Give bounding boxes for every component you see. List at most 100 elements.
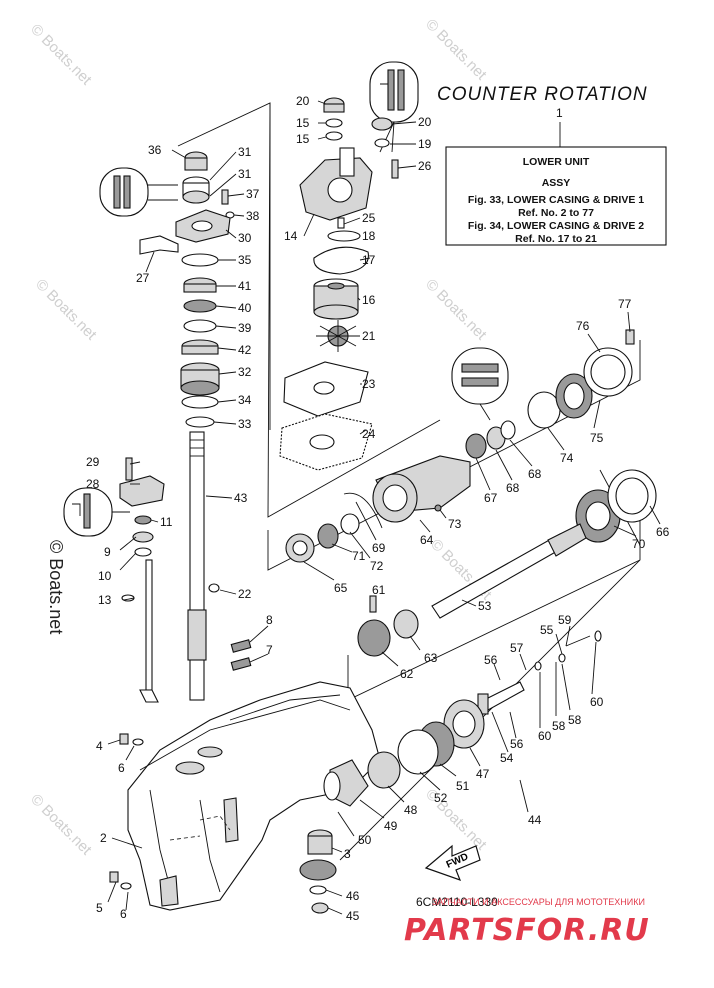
drive-shaft-column (119, 151, 252, 703)
callout-number: 11 (160, 515, 173, 529)
callout-number: 70 (632, 537, 646, 551)
lower-casing (127, 681, 381, 911)
callout-number: 31 (238, 167, 252, 181)
callout-number: 29 (86, 455, 100, 469)
callout-number: 10 (98, 569, 112, 583)
callout-number: 3 (344, 847, 351, 861)
callout-number: 4 (96, 739, 103, 753)
callout-number: 27 (136, 271, 150, 285)
callout-number: 68 (506, 481, 520, 495)
propeller-shaft-row (299, 469, 657, 914)
callout-number: 56 (484, 653, 498, 667)
callout-number: 30 (238, 231, 252, 245)
callout-number: 5 (96, 901, 103, 915)
callout-number: 6 (120, 907, 127, 921)
watermark: © Boats.net (32, 276, 100, 344)
callout-number: 58 (552, 719, 566, 733)
callout-number: 64 (420, 533, 434, 547)
callout-number: 28 (86, 477, 100, 491)
callout-number: 71 (352, 549, 366, 563)
callout-labels: 20 15 15 20 19 26 36 31 31 37 38 30 14 2… (86, 94, 670, 923)
assembly-line6: Ref. No. 17 to 21 (515, 233, 597, 245)
callout-number: 55 (540, 623, 554, 637)
callout-number: 50 (358, 833, 372, 847)
inset-detail-left-top (99, 167, 178, 217)
callout-number: 69 (372, 541, 386, 555)
callout-number: 72 (370, 559, 384, 573)
callout-number: 66 (656, 525, 670, 539)
callout-number: 58 (568, 713, 582, 727)
watermark-vertical: © Boats.net (46, 540, 66, 634)
callout-number: 15 (296, 116, 310, 130)
callout-number: 60 (538, 729, 552, 743)
inset-detail-bearing (451, 347, 509, 421)
callout-number: 7 (266, 643, 273, 657)
callout-number: 68 (528, 467, 542, 481)
callout-number: 53 (478, 599, 492, 613)
watermark: © Boats.net (422, 276, 490, 344)
callout-number: 13 (98, 593, 112, 607)
callout-number: 43 (234, 491, 248, 505)
callout-number: 15 (296, 132, 310, 146)
callout-number: 38 (246, 209, 260, 223)
callout-number: 33 (238, 417, 252, 431)
water-pump-assembly (279, 97, 399, 471)
callout-number: 51 (456, 779, 470, 793)
callout-number: 20 (296, 94, 310, 108)
callout-number: 54 (500, 751, 514, 765)
callout-number: 23 (362, 377, 376, 391)
watermark: © Boats.net (27, 791, 95, 859)
inset-detail-top-right (369, 61, 419, 153)
fasteners (109, 733, 144, 890)
callout-number: 41 (238, 279, 252, 293)
watermark: © Boats.net (27, 21, 95, 89)
callout-number: 19 (418, 137, 432, 151)
callout-number: 61 (372, 583, 386, 597)
assembly-line1: LOWER UNIT (523, 156, 590, 168)
callout-number: 57 (510, 641, 524, 655)
brand-logo: PARTSFOR.RU (404, 913, 650, 948)
callout-number: 37 (246, 187, 260, 201)
callout-number: 77 (618, 297, 632, 311)
callout-number: 14 (284, 229, 298, 243)
callout-number: 18 (362, 229, 376, 243)
callout-assembly-number: 1 (556, 106, 563, 120)
callout-number: 42 (238, 343, 252, 357)
callout-number: 22 (238, 587, 252, 601)
callout-number: 46 (346, 889, 360, 903)
callout-number: 25 (362, 211, 376, 225)
callout-number: 60 (590, 695, 604, 709)
forward-direction-arrow: FWD (424, 844, 481, 882)
assembly-line2: ASSY (542, 177, 571, 189)
callout-number: 74 (560, 451, 574, 465)
callout-number: 40 (238, 301, 252, 315)
assembly-reference-box: LOWER UNIT ASSY Fig. 33, LOWER CASING & … (445, 146, 667, 246)
assembly-line4: Ref. No. 2 to 77 (518, 207, 594, 219)
callout-number: 20 (418, 115, 432, 129)
callout-number: 39 (238, 321, 252, 335)
assembly-line3: Fig. 33, LOWER CASING & DRIVE 1 (468, 194, 644, 206)
callout-leaders (107, 100, 661, 915)
callout-number: 26 (418, 159, 432, 173)
callout-number: 34 (238, 393, 252, 407)
callout-number: 49 (384, 819, 398, 833)
callout-number: 44 (528, 813, 542, 827)
callout-number: 17 (362, 253, 376, 267)
callout-number: 63 (424, 651, 438, 665)
brand-tagline: ЗАПЧАСТИ И АКСЕССУАРЫ ДЛЯ МОТОТЕХНИКИ (432, 897, 645, 907)
diagram-code: 6CM2110-L330 (416, 895, 498, 909)
callout-number: 52 (434, 791, 448, 805)
callout-number: 16 (362, 293, 376, 307)
callout-number: 67 (484, 491, 498, 505)
callout-number: 65 (334, 581, 348, 595)
callout-number: 35 (238, 253, 252, 267)
callout-number: 45 (346, 909, 360, 923)
callout-number: 73 (448, 517, 462, 531)
callout-number: 56 (510, 737, 524, 751)
callout-number: 31 (238, 145, 252, 159)
callout-number: 9 (104, 545, 111, 559)
watermark: © Boats.net (422, 786, 490, 854)
callout-number: 6 (118, 761, 125, 775)
callout-number: 2 (100, 831, 107, 845)
